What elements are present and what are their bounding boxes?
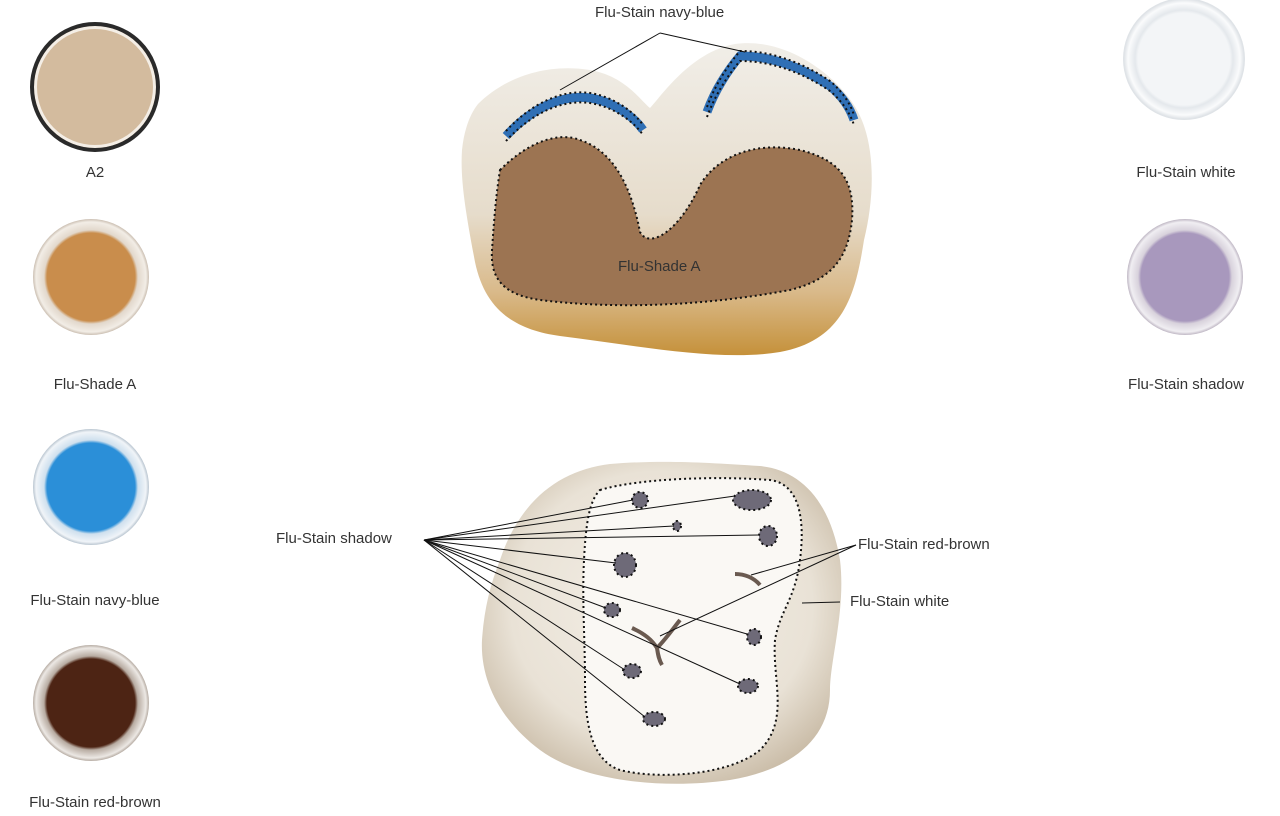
tooth-occlusal-view bbox=[424, 462, 856, 784]
shadow-spot bbox=[673, 521, 681, 531]
label-navy-blue-callout: Flu-Stain navy-blue bbox=[595, 4, 724, 21]
shadow-spot bbox=[759, 526, 777, 546]
flu-stain-white-region bbox=[583, 478, 801, 775]
shadow-spot bbox=[733, 490, 771, 510]
shadow-spot bbox=[632, 492, 648, 508]
leader-navy-blue-right bbox=[660, 33, 745, 52]
label-shadow-callout: Flu-Stain shadow bbox=[276, 530, 392, 547]
label-red-brown-callout: Flu-Stain red-brown bbox=[858, 536, 990, 553]
label-flu-shade-a-callout: Flu-Shade A bbox=[618, 258, 701, 275]
shadow-spot bbox=[747, 629, 761, 645]
shadow-spot bbox=[643, 712, 665, 726]
tooth-side-view bbox=[462, 33, 872, 355]
shadow-spot bbox=[738, 679, 758, 693]
shadow-spot bbox=[604, 603, 620, 617]
shadow-spot bbox=[623, 664, 641, 678]
shadow-spot bbox=[614, 553, 636, 577]
label-white-callout: Flu-Stain white bbox=[850, 593, 949, 610]
